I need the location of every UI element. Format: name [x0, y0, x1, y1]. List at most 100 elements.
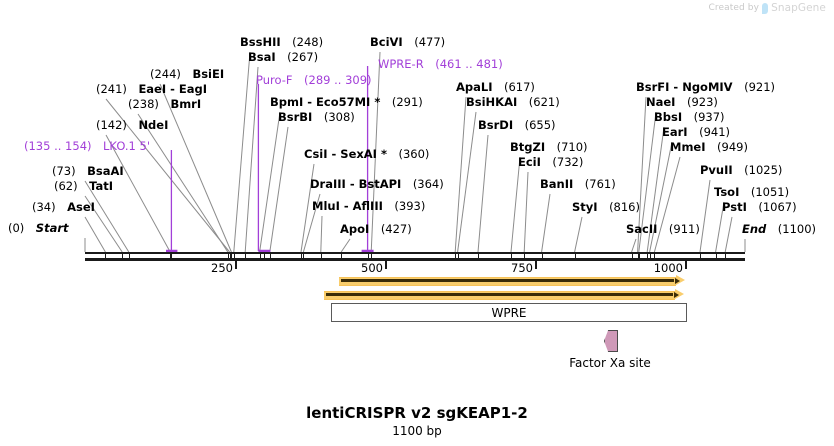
enzyme-position: (710) — [556, 140, 588, 154]
cut-site-tick-eaei_eagi — [229, 254, 231, 258]
ruler-tick-1000 — [685, 261, 687, 269]
label-gap — [517, 95, 529, 109]
enzyme-label-mmei[interactable]: MmeI (949) — [670, 141, 748, 154]
label-gap — [688, 125, 700, 139]
leader-apali — [454, 96, 467, 253]
enzyme-label-csii_sexai[interactable]: CsiI - SexAI * (360) — [304, 148, 429, 161]
backbone-bottom-rule — [85, 258, 745, 261]
label-gap — [401, 177, 413, 191]
enzyme-label-tsoi[interactable]: TsoI (1051) — [714, 186, 789, 199]
enzyme-label-bcivi[interactable]: BciVI (477) — [370, 36, 445, 49]
enzyme-position: (34) — [32, 200, 56, 214]
feature-arrow-2[interactable] — [324, 289, 684, 300]
enzyme-name: AseI — [67, 200, 95, 214]
label-gap — [24, 221, 36, 235]
cut-site-tick-bsshii — [233, 254, 235, 258]
enzyme-label-bsaai[interactable]: (73) BsaAI — [52, 165, 124, 178]
enzyme-name: BsaAI — [87, 164, 124, 178]
enzyme-name: Start — [35, 221, 69, 235]
enzyme-position: (461 .. 481) — [435, 57, 503, 71]
leader-btgzi — [510, 156, 521, 253]
enzyme-label-eaei_eagi[interactable]: (241) EaeI - EagI — [96, 83, 207, 96]
enzyme-label-bbsi[interactable]: BbsI (937) — [654, 111, 725, 124]
enzyme-label-bsrfi[interactable]: BsrFI - NgoMIV (921) — [636, 81, 775, 94]
enzyme-label-naei[interactable]: NaeI (923) — [646, 96, 718, 109]
ruler-tick-500 — [385, 261, 387, 269]
enzyme-label-wprer[interactable]: WPRE-R (461 .. 481) — [378, 58, 503, 71]
leader-bsihkai — [457, 111, 477, 253]
enzyme-position: (937) — [693, 110, 725, 124]
arrow-head — [675, 275, 685, 285]
enzyme-position: (816) — [609, 200, 640, 214]
cut-site-tick-naei — [638, 254, 640, 258]
enzyme-position: (427) — [380, 222, 412, 236]
label-gap — [281, 35, 293, 49]
cut-site-tick-banii — [541, 254, 543, 258]
label-gap — [56, 200, 68, 214]
enzyme-label-apali[interactable]: ApaLI (617) — [456, 81, 535, 94]
enzyme-label-mlui_afliii[interactable]: MluI - AflIII (393) — [312, 200, 425, 213]
enzyme-label-bsshii[interactable]: BssHII (248) — [240, 36, 323, 49]
enzyme-label-bsrdi[interactable]: BsrDI (655) — [478, 119, 556, 132]
enzyme-label-styi[interactable]: StyI (816) — [572, 201, 640, 214]
enzyme-name: PstI — [722, 200, 747, 214]
enzyme-position: (248) — [292, 35, 324, 49]
leader-mmei — [653, 156, 681, 253]
enzyme-label-bpmi[interactable]: BpmI - Eco57MI * (291) — [270, 96, 423, 109]
factor-xa-marker-icon[interactable] — [604, 330, 618, 352]
label-gap — [541, 155, 553, 169]
enzyme-label-start[interactable]: (0) Start — [8, 222, 69, 235]
enzyme-label-asei[interactable]: (34) AseI — [32, 201, 95, 214]
enzyme-label-purof[interactable]: Puro-F (289 .. 309) — [256, 74, 372, 87]
enzyme-label-bmri[interactable]: (238) BmrI — [128, 98, 201, 111]
enzyme-label-end[interactable]: End (1100) — [742, 223, 816, 236]
enzyme-name: WPRE-R — [378, 57, 424, 71]
label-gap — [598, 200, 610, 214]
enzyme-position: (617) — [504, 80, 535, 94]
enzyme-name: EaeI - EagI — [138, 82, 208, 96]
enzyme-label-psti[interactable]: PstI (1067) — [722, 201, 797, 214]
cut-site-tick-bpmi — [259, 254, 261, 258]
enzyme-label-bsrbi[interactable]: BsrBI (308) — [278, 111, 355, 124]
enzyme-label-banii[interactable]: BanII (761) — [540, 178, 616, 191]
label-gap — [733, 80, 745, 94]
enzyme-name: BsrDI — [478, 118, 514, 132]
enzyme-label-eari[interactable]: EarI (941) — [662, 126, 730, 139]
enzyme-label-bsai[interactable]: BsaI (267) — [248, 51, 318, 64]
feature-arrow-1[interactable] — [338, 275, 685, 286]
arrow-head — [674, 289, 684, 299]
enzyme-label-apoi[interactable]: ApoI (427) — [340, 223, 412, 236]
feature-box-wpre[interactable]: WPRE — [331, 303, 687, 322]
enzyme-position: (911) — [668, 222, 700, 236]
enzyme-label-lko1[interactable]: (135 .. 154) LKO.1 5' — [24, 140, 150, 153]
factor-xa-label: Factor Xa site — [569, 356, 651, 370]
enzyme-label-ecii[interactable]: EciI (732) — [518, 156, 583, 169]
enzyme-label-draiii[interactable]: DraIII - BstAPI (364) — [310, 178, 444, 191]
enzyme-label-bsiei[interactable]: (244) BsiEI — [150, 68, 224, 81]
enzyme-position: (477) — [414, 35, 446, 49]
enzyme-label-pvuii[interactable]: PvuII (1025) — [700, 164, 782, 177]
cut-site-tick-bsihkai — [457, 254, 459, 258]
enzyme-name: BanII — [540, 177, 574, 191]
enzyme-position: (241) — [96, 82, 127, 96]
cut-site-tick-wprer — [367, 254, 369, 258]
enzyme-label-sacii[interactable]: SacII (911) — [626, 223, 700, 236]
label-gap — [383, 199, 395, 213]
cut-site-tick-styi — [574, 254, 576, 258]
enzyme-name: TatI — [89, 179, 114, 193]
label-gap — [493, 80, 505, 94]
enzyme-name: BpmI - Eco57MI * — [270, 95, 381, 109]
cut-site-tick-purof — [264, 254, 266, 258]
feature-box-label: WPRE — [491, 305, 527, 320]
leader-styi — [574, 216, 583, 253]
cut-site-tick-asei — [105, 254, 107, 258]
cut-site-tick-sacii — [631, 254, 633, 258]
enzyme-label-bsihkai[interactable]: BsiHKAI (621) — [466, 96, 560, 109]
enzyme-position: (921) — [744, 80, 776, 94]
cut-site-tick-bsrfi — [637, 254, 639, 258]
enzyme-label-tati[interactable]: (62) TatI — [54, 180, 113, 193]
enzyme-label-ndei[interactable]: (142) NdeI — [96, 119, 168, 132]
enzyme-label-btgzi[interactable]: BtgZI (710) — [510, 141, 588, 154]
enzyme-position: (267) — [287, 50, 319, 64]
enzyme-position: (761) — [584, 177, 616, 191]
